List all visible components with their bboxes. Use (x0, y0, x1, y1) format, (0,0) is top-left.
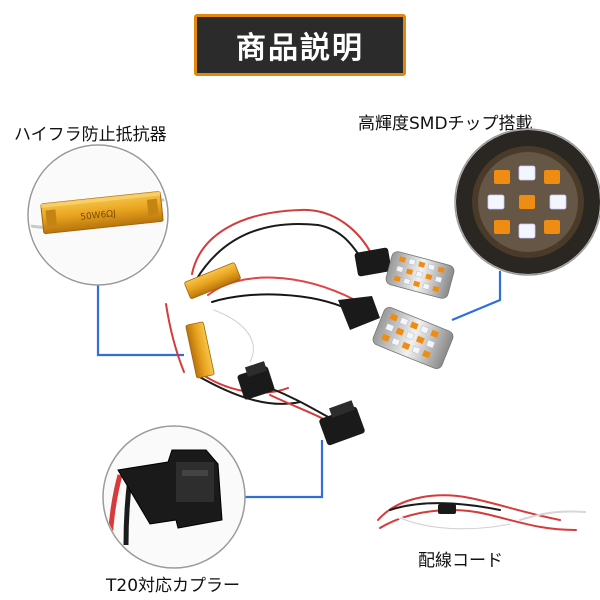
resistor-label: ハイフラ防止抵抗器 (14, 125, 167, 145)
main-resistor-2 (185, 321, 215, 379)
coupler-inset (102, 425, 246, 569)
wiring-label: 配線コード (418, 551, 503, 571)
main-wires (165, 208, 373, 429)
led-bulb-1 (354, 247, 455, 299)
main-socket-2 (319, 400, 365, 446)
smd-inset (454, 128, 600, 276)
resistor-body-large: 50W6ΩJ (40, 191, 164, 235)
led-bulb-2 (338, 296, 454, 369)
resistor-callout-line (96, 283, 184, 357)
main-socket-1 (237, 361, 275, 400)
resistor-inset: 50W6ΩJ (27, 144, 169, 286)
coupler-label: T20対応カプラー (106, 576, 241, 596)
main-resistor-1 (184, 262, 241, 299)
wiring-cord (377, 494, 586, 531)
smd-callout-line (451, 271, 502, 322)
led-chip-grid (487, 165, 567, 239)
page-title: 商品説明 (194, 14, 406, 76)
callout-lines (96, 271, 502, 499)
resistor-marking: 50W6ΩJ (80, 209, 116, 223)
coupler-callout-line (244, 440, 324, 499)
smd-chip-label: 高輝度SMDチップ搭載 (358, 114, 533, 134)
